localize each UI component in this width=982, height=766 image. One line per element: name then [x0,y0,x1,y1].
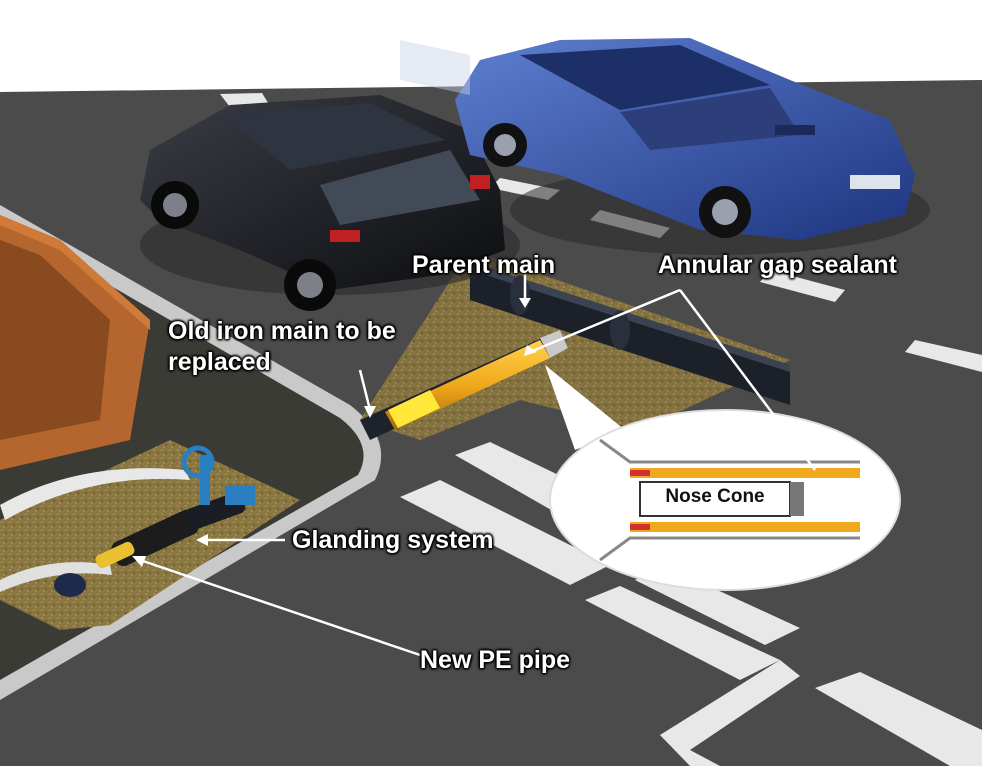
black-car [140,95,520,311]
glanding-equipment [0,445,255,597]
label-glanding-system: Glanding system [292,526,494,554]
brick-chamber [0,215,150,470]
pointer-lines [132,272,816,657]
label-annular-gap-sealant: Annular gap sealant [658,251,897,279]
label-old-iron-main: Old iron main to be replaced [168,317,396,377]
blue-car [400,38,930,255]
label-new-pe-pipe: New PE pipe [420,646,571,674]
label-parent-main: Parent main [412,251,556,279]
pe-pipe-inserted [385,330,568,430]
nose-cone-callout [545,365,901,591]
label-nose-cone: Nose Cone [665,486,765,507]
